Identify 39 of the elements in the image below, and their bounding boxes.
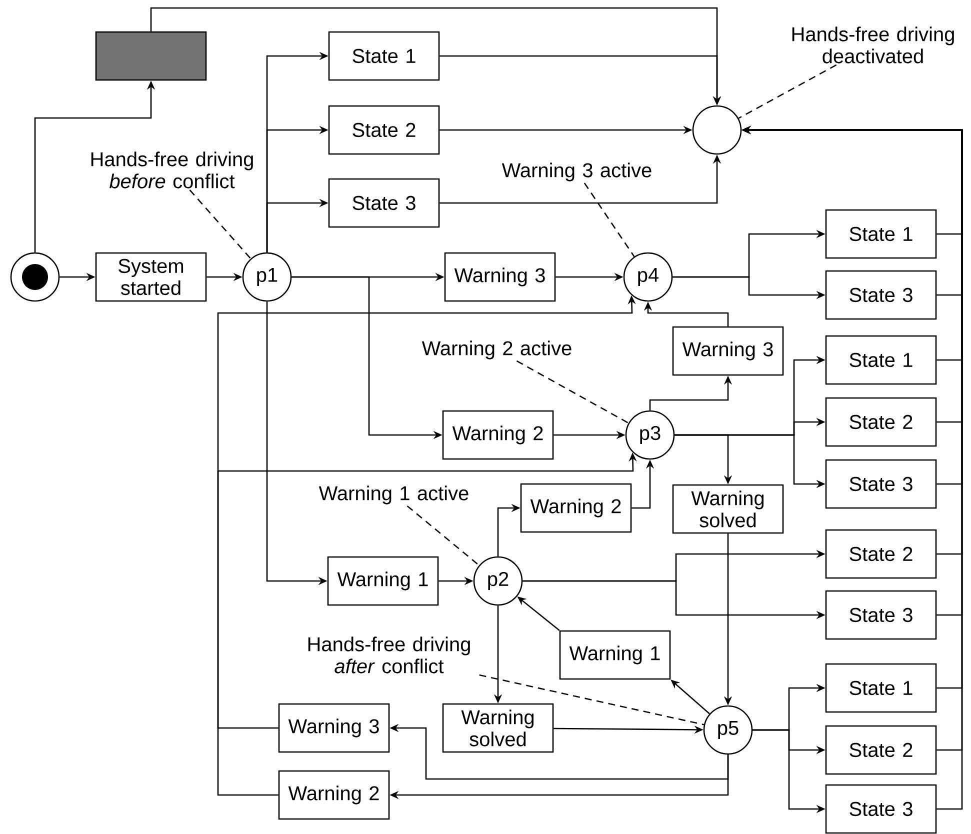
empty-box xyxy=(95,31,207,81)
transition-box: State 2 xyxy=(825,529,937,579)
annotation-text: Hands-free driving before conflict xyxy=(91,152,253,188)
token-circle xyxy=(10,252,60,302)
annotation-text: Warning 3 active xyxy=(502,162,652,182)
leader-line xyxy=(516,360,629,424)
transition-box: State 2 xyxy=(328,105,440,155)
transition-box: Warning solved xyxy=(442,703,554,753)
transition-box: State 2 xyxy=(825,725,937,775)
annotation-text: Hands-free driving after conflict xyxy=(308,636,470,674)
leader-line xyxy=(189,190,252,259)
transition-box: State 2 xyxy=(825,397,937,447)
leader-line xyxy=(406,505,480,566)
transition-box: Warning 3 xyxy=(672,326,784,376)
leader-line xyxy=(584,182,635,257)
leader-line xyxy=(738,64,837,119)
transition-box: State 1 xyxy=(328,31,440,81)
transition-box: State 3 xyxy=(825,590,937,640)
transition-box: State 3 xyxy=(825,784,937,834)
transition-box: State 1 xyxy=(825,335,937,385)
transition-box: State 3 xyxy=(825,459,937,509)
transition-box: Warning 3 xyxy=(278,703,390,753)
transition-box: Warning 1 xyxy=(327,556,439,606)
transition-box: Warning 3 xyxy=(444,252,556,302)
transition-box: State 1 xyxy=(825,663,937,713)
annotation-text: Warning 1 active xyxy=(318,486,468,504)
transition-box: State 1 xyxy=(825,209,937,259)
transition-box: State 3 xyxy=(825,270,937,320)
transition-box: Warning solved xyxy=(672,484,784,534)
transition-box: Warning 2 xyxy=(520,483,632,533)
transition-box: Warning 2 xyxy=(442,410,554,460)
place-circle xyxy=(692,105,742,155)
annotation-text: Warning 2 active xyxy=(422,340,572,360)
leader-line xyxy=(479,674,704,726)
transition-box: Warning 1 xyxy=(559,630,671,680)
transition-box: Warning 2 xyxy=(278,770,390,820)
transition-box: State 3 xyxy=(328,178,440,228)
transition-box: System started xyxy=(95,252,207,302)
annotation-text: Hands-free driving deactivated xyxy=(792,26,954,64)
